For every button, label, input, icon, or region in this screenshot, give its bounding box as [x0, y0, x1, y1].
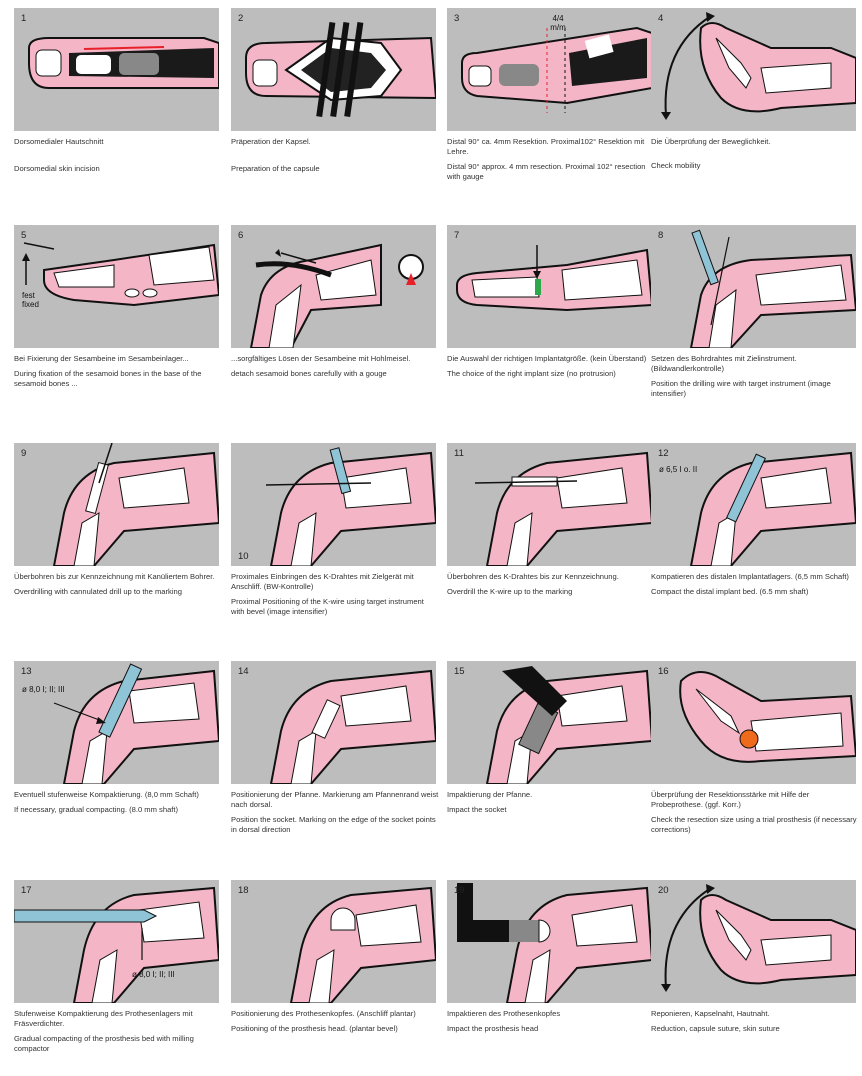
- step-17-illustration: 17 ø 8,0 I; II; III: [14, 880, 219, 1003]
- step-number: 20: [658, 885, 669, 896]
- caption-en: Check the resection size using a trial p…: [651, 815, 859, 835]
- step-number: 14: [238, 666, 249, 677]
- step-number: 3: [454, 13, 459, 24]
- caption-en: Distal 90° approx. 4 mm resection. Proxi…: [447, 162, 655, 182]
- caption-en: detach sesamoid bones carefully with a g…: [231, 369, 439, 379]
- step-number: 5: [21, 230, 26, 241]
- caption-de: Die Auswahl der richtigen Implantatgröße…: [447, 354, 655, 364]
- step-number: 6: [238, 230, 243, 241]
- step-number: 2: [238, 13, 243, 24]
- step-19-illustration: 19: [447, 880, 652, 1003]
- caption-en: Preparation of the capsule: [231, 164, 439, 174]
- caption-en: Dorsomedial skin incision: [14, 164, 222, 174]
- caption-de: Distal 90° ca. 4mm Resektion. Proximal10…: [447, 137, 655, 157]
- step-number: 7: [454, 230, 459, 241]
- caption-en: Check mobility: [651, 161, 859, 171]
- step-number: 15: [454, 666, 465, 677]
- step-number: 8: [658, 230, 663, 241]
- step-20-illustration: 20: [651, 880, 856, 1003]
- step-number: 18: [238, 885, 249, 896]
- step-2-illustration: 2: [231, 8, 436, 131]
- caption-de: Positionierung der Pfanne. Markierung am…: [231, 790, 439, 810]
- step-6-illustration: 6: [231, 225, 436, 348]
- step-11-illustration: 11: [447, 443, 652, 566]
- caption-en: If necessary, gradual compacting. (8.0 m…: [14, 805, 222, 815]
- diameter-annotation: ø 8,0 I; II; III: [132, 970, 212, 979]
- caption-de: Proximales Einbringen des K-Drahtes mit …: [231, 572, 439, 592]
- caption-de: Kompatieren des distalen Implantatlagers…: [651, 572, 859, 582]
- step-16-illustration: 16: [651, 661, 856, 784]
- step-number: 19: [454, 885, 465, 896]
- caption-de: Präperation der Kapsel.: [231, 137, 439, 147]
- step-7-illustration: 7: [447, 225, 652, 348]
- caption-de: Impaktieren des Prothesenkopfes: [447, 1009, 655, 1019]
- caption-en: Overdrill the K-wire up to the marking: [447, 587, 655, 597]
- step-number: 9: [21, 448, 26, 459]
- caption-de: Dorsomedialer Hautschnitt: [14, 137, 222, 147]
- step-number: 4: [658, 13, 663, 24]
- caption-de: Impaktierung der Pfanne.: [447, 790, 655, 800]
- fixed-annotation: fest fixed: [22, 291, 52, 309]
- caption-en: During fixation of the sesamoid bones in…: [14, 369, 222, 389]
- step-number: 16: [658, 666, 669, 677]
- step-12-illustration: 12 ø 6,5 I o. II: [651, 443, 856, 566]
- caption-de: Stufenweise Kompaktierung des Prothesenl…: [14, 1009, 222, 1029]
- step-4-illustration: 4: [651, 8, 856, 131]
- step-10-illustration: 10: [231, 443, 436, 566]
- step-8-illustration: 8: [651, 225, 856, 348]
- step-number: 1: [21, 13, 26, 24]
- step-9-illustration: 9: [14, 443, 219, 566]
- step-number: 13: [21, 666, 32, 677]
- caption-de: ...sorgfältiges Lösen der Sesambeine mit…: [231, 354, 439, 364]
- caption-en: Position the socket. Marking on the edge…: [231, 815, 439, 835]
- diameter-annotation: ø 6,5 I o. II: [659, 465, 729, 474]
- caption-en: Position the drilling wire with target i…: [651, 379, 859, 399]
- caption-en: Positioning of the prosthesis head. (pla…: [231, 1024, 439, 1034]
- step-number: 11: [454, 448, 464, 459]
- caption-de: Reponieren, Kapselnaht, Hautnaht.: [651, 1009, 859, 1019]
- caption-en: Proximal Positioning of the K-wire using…: [231, 597, 439, 617]
- step-13-illustration: 13 ø 8,0 I; II; III: [14, 661, 219, 784]
- diameter-annotation: ø 8,0 I; II; III: [22, 685, 102, 694]
- step-15-illustration: 15: [447, 661, 652, 784]
- caption-en: Reduction, capsule suture, skin suture: [651, 1024, 859, 1034]
- caption-en: Gradual compacting of the prosthesis bed…: [14, 1034, 222, 1054]
- caption-de: Überprüfung der Resektionsstärke mit Hil…: [651, 790, 859, 810]
- caption-en: Overdrilling with cannulated drill up to…: [14, 587, 222, 597]
- step-18-illustration: 18: [231, 880, 436, 1003]
- caption-en: Impact the socket: [447, 805, 655, 815]
- caption-de: Überbohren des K-Drahtes bis zur Kennzei…: [447, 572, 655, 582]
- caption-en: The choice of the right implant size (no…: [447, 369, 655, 379]
- step-14-illustration: 14: [231, 661, 436, 784]
- caption-en: Impact the prosthesis head: [447, 1024, 655, 1034]
- step-number: 17: [21, 885, 32, 896]
- step-1-illustration: 1: [14, 8, 219, 131]
- caption-de: Die Überprüfung der Beweglichkeit.: [651, 137, 859, 147]
- caption-de: Überbohren bis zur Kennzeichnung mit Kan…: [14, 572, 222, 582]
- caption-en: Compact the distal implant bed. (6.5 mm …: [651, 587, 859, 597]
- step-3-illustration: 3 4/4 m/m: [447, 8, 652, 131]
- caption-de: Bei Fixierung der Sesambeine im Sesambei…: [14, 354, 222, 364]
- caption-de: Eventuell stufenweise Kompaktierung. (8,…: [14, 790, 222, 800]
- caption-de: Positionierung des Prothesenkopfes. (Ans…: [231, 1009, 439, 1019]
- step-number: 12: [658, 448, 669, 459]
- step-number: 10: [238, 551, 249, 562]
- step-5-illustration: 5 fest fixed: [14, 225, 219, 348]
- caption-de: Setzen des Bohrdrahtes mit Zielinstrumen…: [651, 354, 859, 374]
- resection-annotation: 4/4 m/m: [545, 14, 571, 32]
